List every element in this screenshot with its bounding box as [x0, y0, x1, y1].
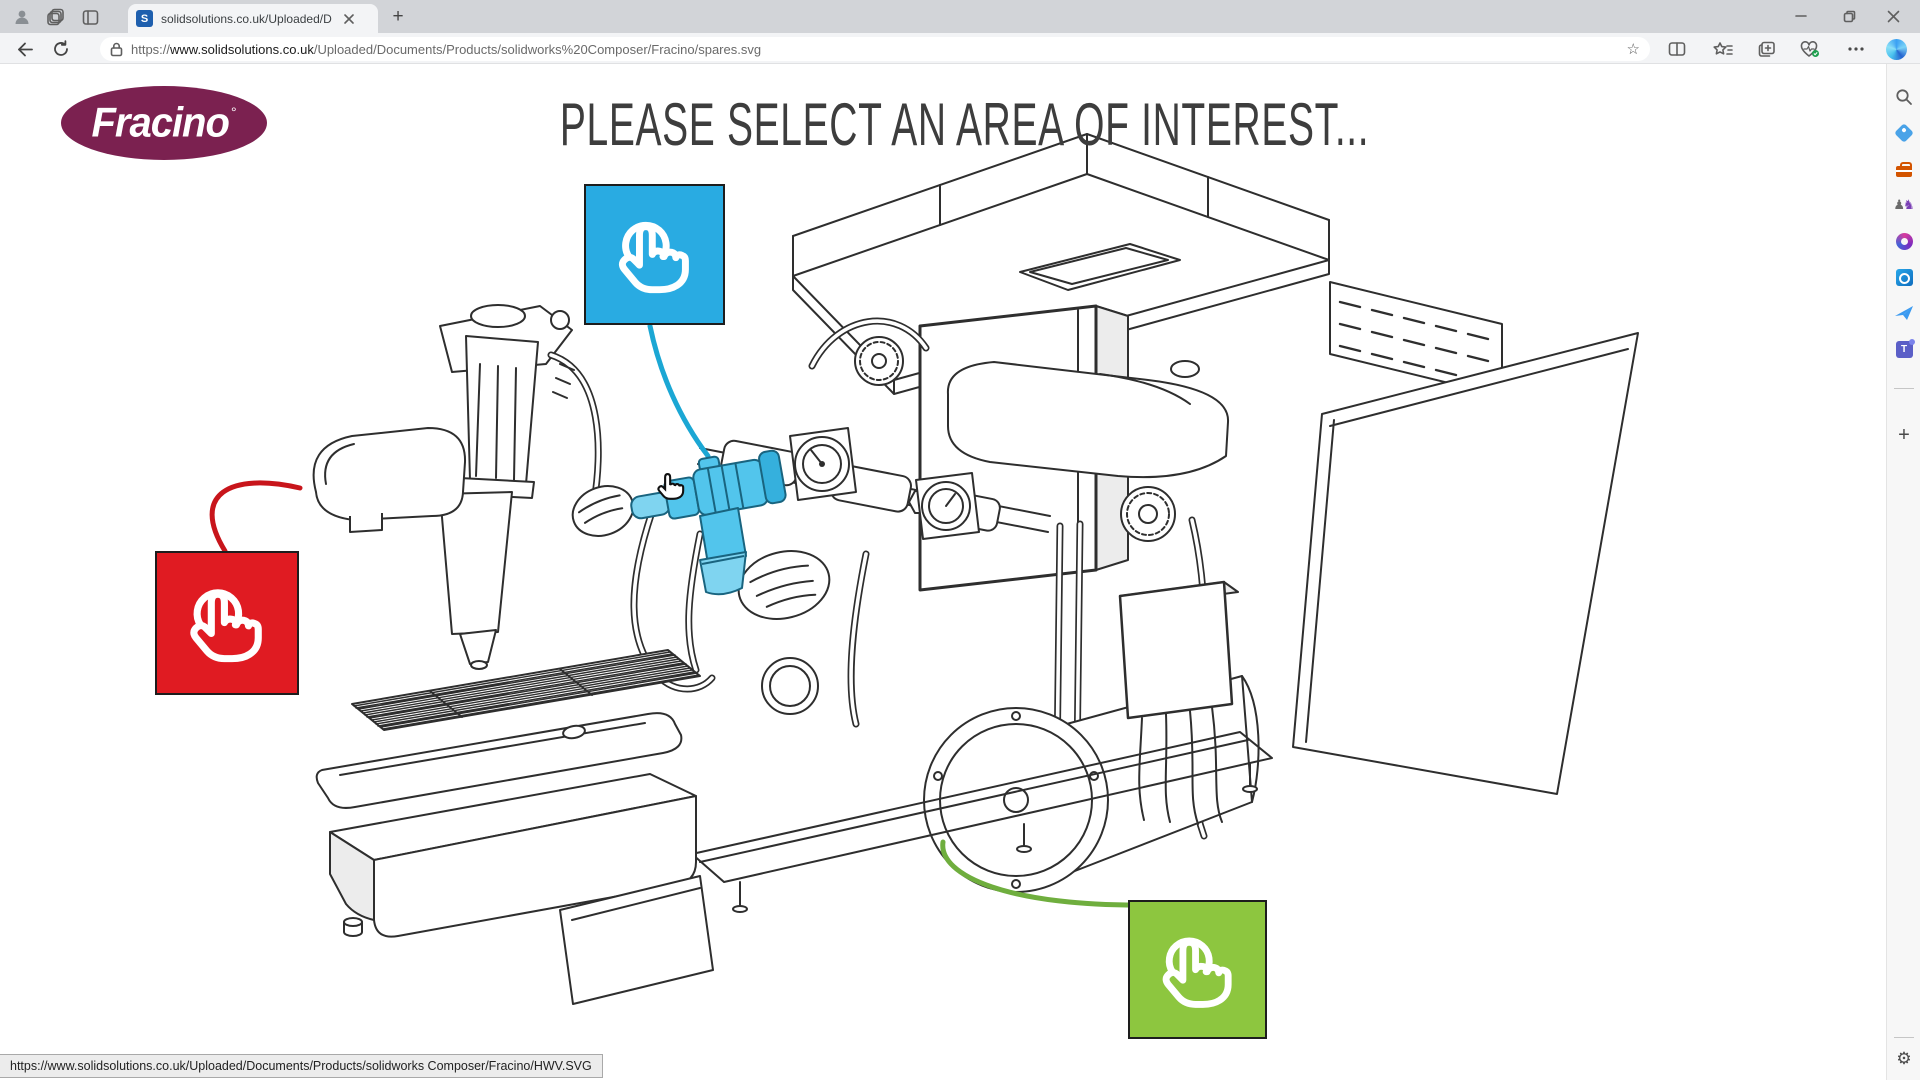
back-icon[interactable] [12, 36, 38, 62]
navigation-toolbar: https://www.solidsolutions.co.uk/Uploade… [0, 33, 1920, 64]
side-panel[interactable] [1292, 332, 1639, 795]
red-leader-line [209, 480, 303, 554]
tab-actions-icon[interactable] [78, 5, 102, 29]
junction-box[interactable] [1118, 580, 1239, 825]
boiler-drum[interactable] [923, 675, 1260, 893]
cyan-leader-line [647, 323, 711, 459]
touch-icon [190, 589, 263, 663]
site-lock-icon [110, 42, 123, 56]
machine-illustration[interactable]: .ln{fill:none;stroke:#2e2e2e;stroke-widt… [0, 64, 1886, 1080]
page-viewport: .ln{fill:none;stroke:#2e2e2e;stroke-widt… [0, 64, 1886, 1080]
new-tab-button[interactable]: + [392, 6, 404, 27]
browser-tab[interactable]: S solidsolutions.co.uk/Uploaded/D [128, 4, 378, 33]
hotspot-group-head[interactable] [155, 551, 299, 695]
sidebar-drop-icon[interactable] [1887, 298, 1920, 328]
hotspot-boiler[interactable] [1128, 900, 1267, 1039]
favorites-icon[interactable] [1709, 36, 1737, 62]
url-text: https://www.solidsolutions.co.uk/Uploade… [131, 41, 762, 57]
edge-sidebar: ♟♞ T + ⚙ [1886, 64, 1920, 1080]
browser-essentials-icon[interactable] [1796, 36, 1824, 62]
steam-knob[interactable] [731, 542, 836, 628]
sidebar-tools-icon[interactable] [1887, 154, 1920, 184]
fracino-logo-mark: ° [230, 104, 237, 120]
tab-close-icon[interactable] [343, 13, 355, 25]
hotspot-steam-valve[interactable] [584, 184, 725, 325]
profile-icon[interactable] [10, 5, 34, 29]
touch-icon [1162, 937, 1232, 1008]
tab-favicon: S [136, 10, 153, 27]
sidebar-divider [1894, 388, 1914, 389]
pressure-dial[interactable] [854, 336, 1176, 542]
address-bar[interactable]: https://www.solidsolutions.co.uk/Uploade… [100, 37, 1650, 61]
collections-icon[interactable] [1753, 36, 1781, 62]
sidebar-settings-icon[interactable]: ⚙ [1896, 1048, 1912, 1068]
page-title: PLEASE SELECT AN AREA OF INTEREST... [559, 91, 1370, 158]
fracino-logo-text: Fracino [91, 99, 229, 146]
sidebar-outlook-icon[interactable] [1887, 262, 1920, 292]
title-bar: S solidsolutions.co.uk/Uploaded/D + [0, 0, 1920, 33]
sidebar-shopping-icon[interactable] [1887, 118, 1920, 148]
gauges[interactable] [789, 427, 980, 540]
sidebar-search-icon[interactable] [1887, 82, 1920, 112]
fracino-logo: Fracino° [61, 86, 267, 160]
split-screen-icon[interactable] [1663, 36, 1691, 62]
tab-title: solidsolutions.co.uk/Uploaded/D [161, 11, 332, 26]
minimize-button[interactable] [1778, 0, 1824, 32]
workspaces-icon[interactable] [44, 5, 68, 29]
more-options-icon[interactable] [1842, 36, 1870, 62]
close-window-button[interactable] [1870, 0, 1916, 32]
sidebar-teams-icon[interactable]: T [1887, 334, 1920, 364]
base-frame[interactable] [691, 731, 1273, 913]
restore-button[interactable] [1826, 0, 1872, 32]
status-link-bar: https://www.solidsolutions.co.uk/Uploade… [0, 1054, 603, 1078]
sidebar-games-icon[interactable]: ♟♞ [1893, 197, 1915, 212]
favorite-star-icon[interactable]: ☆ [1626, 41, 1640, 58]
green-leader-line [940, 839, 1153, 908]
sidebar-microsoft-365-icon[interactable] [1887, 226, 1920, 256]
refresh-icon[interactable] [48, 36, 74, 62]
touch-icon [618, 221, 689, 294]
header-tank[interactable] [946, 360, 1230, 479]
copilot-icon[interactable] [1882, 36, 1910, 62]
hand-cursor [657, 473, 685, 500]
sidebar-divider-bottom [1894, 1037, 1914, 1038]
sidebar-add-icon[interactable]: + [1898, 424, 1910, 446]
drip-tray-assembly[interactable] [315, 649, 714, 1005]
group-head-assembly[interactable] [312, 304, 641, 670]
